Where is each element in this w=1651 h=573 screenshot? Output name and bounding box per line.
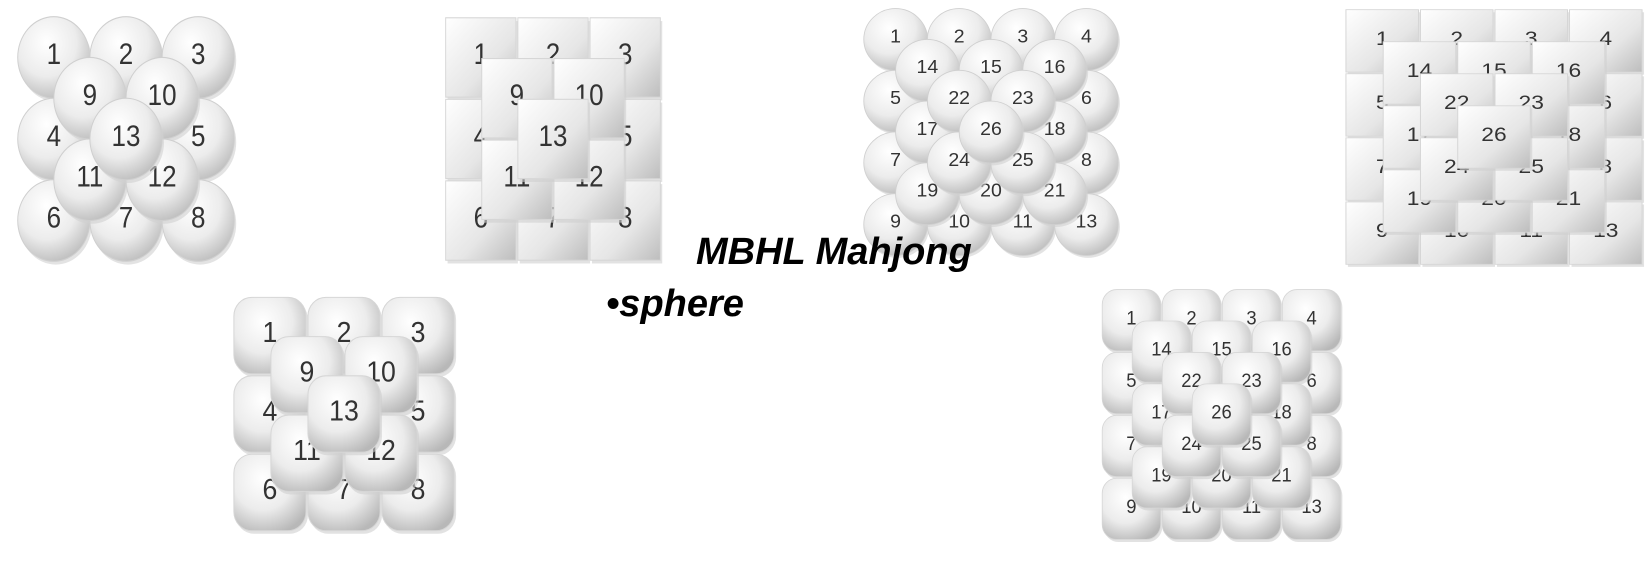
tile-number-label: 23 [1241,370,1261,391]
tile-number-label: 9 [83,79,97,112]
tile-number-label: 6 [1081,88,1092,109]
tile-number-label: 6 [1306,370,1316,391]
tile-number-label: 24 [948,150,970,171]
tile-number-label: 16 [1044,57,1066,78]
tile-number-label: 22 [1181,370,1201,391]
tile-number-label: 6 [47,201,61,234]
tile-number-label: 18 [1044,119,1066,140]
tile-number-label: 20 [980,181,1002,202]
tile-number-label: 10 [148,79,177,112]
tile-number-label: 15 [980,57,1002,78]
tile-number-label: 4 [1081,27,1092,48]
tile-number-label: 26 [1481,123,1506,145]
tile-number-label: 22 [948,88,970,109]
tile-number-label: 3 [411,317,426,349]
bullet-item: •sphere [606,283,744,325]
tile-number-label: 15 [1211,338,1231,359]
tile-number-label: 1 [263,317,278,349]
tile-number-label: 7 [119,201,133,234]
tile-number-label: 2 [337,317,352,349]
tile: 26 [1457,105,1533,171]
tile-number-label: 26 [1211,401,1231,422]
tile-number-label: 3 [191,38,205,71]
tile-number-label: 7 [1126,433,1136,454]
tile-number-label: 8 [1081,150,1092,171]
tile-number-label: 17 [917,119,939,140]
tile-stack-diagram: 1234567891011131415161718192021222324252… [1345,9,1645,267]
tile: 26 [958,100,1025,166]
tile-number-label: 7 [890,150,901,171]
tile-number-label: 9 [1126,496,1136,517]
tile-number-label: 14 [1151,338,1171,359]
slide-title: MBHL Mahjong [696,232,972,272]
tile-number-label: 2 [119,38,133,71]
tile-number-label: 10 [948,212,970,233]
tile-number-label: 1 [1126,307,1136,328]
tile-number-label: 13 [329,395,359,427]
tile-number-label: 2 [1186,307,1196,328]
tile-number-label: 11 [1013,212,1033,233]
tile-number-label: 9 [890,212,901,233]
tile-number-label: 3 [1017,27,1028,48]
tile-number-label: 1 [890,27,901,48]
tile-number-label: 2 [954,27,965,48]
tile-number-label: 8 [1306,433,1316,454]
tile-number-label: 8 [191,201,205,234]
tile-number-label: 5 [191,119,205,152]
tile-number-label: 25 [1012,150,1034,171]
tile: 26 [1191,383,1253,448]
tile-number-label: 26 [980,119,1002,140]
tile-number-label: 23 [1012,88,1034,109]
tile: 13 [517,98,591,182]
tile-number-label: 1 [47,38,61,71]
tile: 13 [307,375,383,456]
panel-cube-26: 1234567891011131415161718192021222324252… [1337,2,1651,272]
tile-number-label: 19 [917,181,939,202]
tile-number-label: 13 [1076,212,1098,233]
tile-number-label: 16 [1271,338,1291,359]
tile: 13 [89,97,165,184]
tile-number-label: 21 [1044,181,1066,202]
tile: 9 [1101,477,1163,542]
tile-number-label: 5 [1126,370,1136,391]
tile-number-label: 3 [1246,307,1256,328]
tile-number-label: 9 [300,356,315,388]
tile-number-label: 4 [1306,307,1316,328]
tile-number-label: 13 [112,119,141,152]
tile-number-label: 4 [47,119,61,152]
tile-number-label: 14 [917,57,939,78]
tile-number-label: 5 [890,88,901,109]
tile-number-label: 13 [539,119,568,152]
